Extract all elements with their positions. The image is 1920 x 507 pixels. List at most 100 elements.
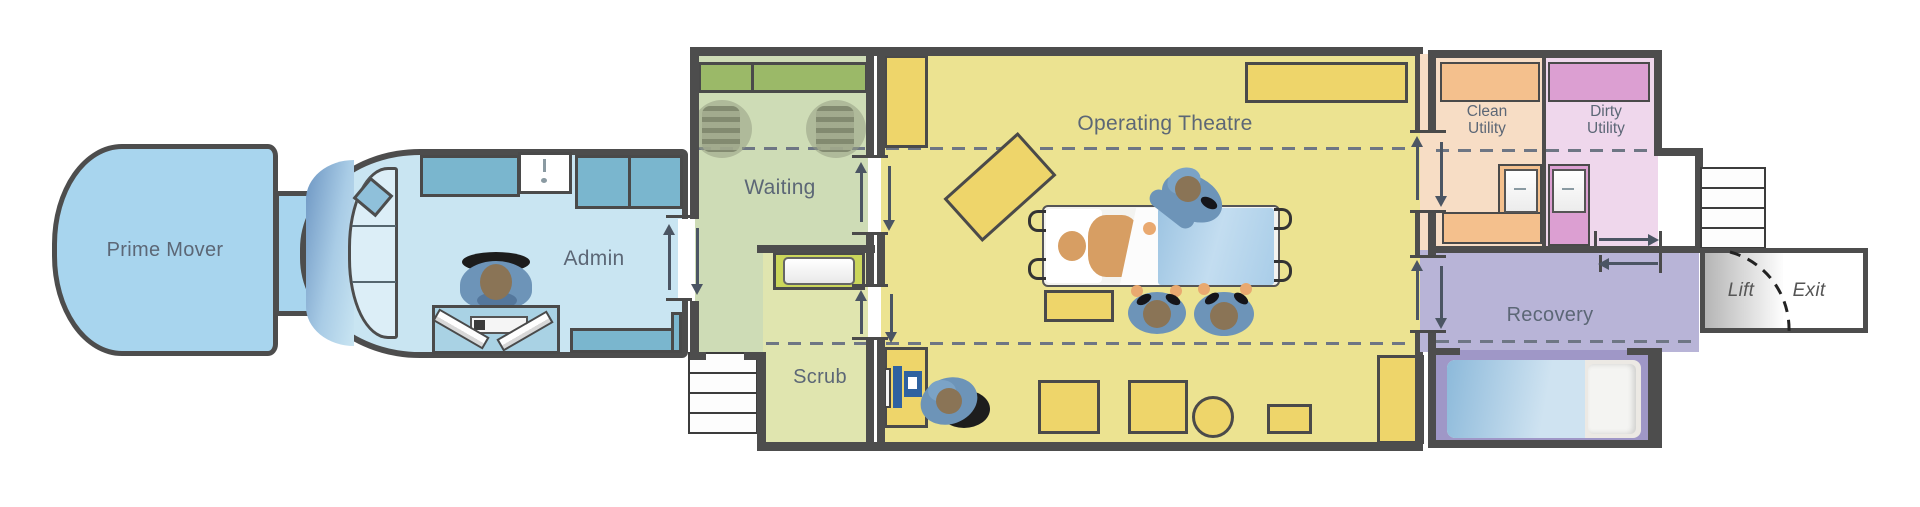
admin-sink	[518, 152, 572, 194]
scrub-label-text: Scrub	[793, 365, 847, 388]
scrub-label: Scrub	[760, 364, 880, 390]
waiting-label-text: Waiting	[744, 176, 816, 199]
dirty-utility-label: Dirty Utility	[1556, 101, 1656, 139]
person-hand	[1131, 285, 1143, 297]
person-head	[480, 264, 512, 300]
stairs-exit-tread	[1700, 207, 1766, 229]
theatre-cabinet-top-right	[1245, 62, 1408, 103]
table-handle	[1274, 208, 1292, 230]
keyboard-keys	[474, 320, 485, 330]
wall	[1415, 333, 1423, 451]
faucet-icon	[541, 178, 547, 183]
admin-label: Admin	[534, 246, 654, 272]
scrub-basin	[783, 257, 855, 285]
waiting-label: Waiting	[720, 175, 840, 201]
flow-arrow-up	[1416, 270, 1419, 320]
door-jamb	[852, 284, 888, 287]
wall	[690, 301, 699, 360]
flow-arrow-up	[860, 300, 863, 334]
recovery-floor	[1420, 250, 1699, 352]
wall	[1654, 50, 1662, 156]
admin-bench	[570, 328, 680, 353]
door-jamb	[852, 232, 888, 235]
dirty-utility-line2: Utility	[1587, 120, 1625, 137]
wall	[866, 340, 874, 451]
wall	[1428, 50, 1436, 133]
clean-counter-low	[1442, 212, 1542, 244]
door-jamb	[666, 215, 692, 218]
anaesthesia-machine	[884, 368, 891, 408]
arrow-head	[885, 332, 897, 343]
arrow-head	[1648, 233, 1659, 246]
wall	[757, 442, 1423, 451]
cab-windshield	[306, 160, 354, 346]
recovery-label: Recovery	[1490, 302, 1610, 328]
armchair-seat	[816, 106, 854, 152]
wall	[690, 47, 699, 219]
person-head	[936, 388, 962, 414]
clean-sink	[1504, 169, 1538, 213]
room-prime-mover: Prime Mover	[52, 144, 278, 356]
cabinet-divider	[628, 155, 631, 209]
lift-platform	[1705, 253, 1783, 328]
wall	[1654, 148, 1703, 156]
dirty-counter-top	[1548, 62, 1650, 102]
zone-line	[886, 342, 1414, 345]
admin-counter	[420, 155, 520, 197]
zone-line	[886, 147, 1414, 150]
wall	[1428, 333, 1436, 447]
transfer-arrow-left	[1608, 262, 1658, 265]
flow-arrow-up	[860, 172, 863, 222]
anaesthesia-machine	[893, 366, 902, 408]
wall	[1428, 213, 1436, 258]
stairs-exit-tread	[1700, 167, 1766, 189]
arrow-head	[883, 220, 895, 231]
door-opening	[678, 219, 690, 301]
monitor-screen	[908, 377, 917, 389]
flow-arrow-down	[696, 228, 699, 284]
table-handle	[1028, 210, 1046, 232]
faucet-icon	[1514, 188, 1526, 190]
door-jamb	[1410, 210, 1446, 213]
arrow-head	[855, 290, 867, 301]
wall	[1428, 440, 1662, 448]
flow-arrow-down	[890, 294, 893, 332]
wall	[1428, 50, 1662, 58]
waiting-bench	[698, 62, 868, 93]
person-head	[1175, 176, 1201, 202]
exit-label-text: Exit	[1792, 280, 1826, 301]
wall	[690, 47, 1423, 56]
wall	[744, 352, 766, 360]
lift-label: Lift	[1711, 279, 1771, 303]
arrow-head	[1435, 318, 1447, 329]
table-handle	[1028, 258, 1046, 280]
recovery-label-text: Recovery	[1506, 303, 1594, 326]
arrow-head	[1411, 136, 1423, 147]
stairs-entry-tread	[688, 392, 758, 414]
bench-divider	[751, 62, 754, 93]
dirty-utility-line1: Dirty	[1590, 103, 1622, 120]
wall	[1436, 348, 1460, 355]
door-jamb	[852, 155, 888, 158]
prime-mover-label: Prime Mover	[106, 238, 224, 261]
flow-arrow-up	[1416, 146, 1419, 200]
stairs-entry-tread	[688, 372, 758, 394]
theatre-equipment-rect	[1267, 404, 1312, 434]
wall	[690, 352, 706, 360]
arrow-head	[663, 224, 675, 235]
wall	[1695, 148, 1703, 252]
dirty-sink	[1552, 169, 1586, 213]
patient-head	[1058, 231, 1086, 261]
step-stool	[1044, 290, 1114, 322]
operating-theatre-label: Operating Theatre	[1040, 110, 1290, 138]
armchair-seat	[702, 106, 740, 152]
wall	[866, 47, 874, 158]
wall	[1627, 348, 1662, 355]
door-jamb	[1410, 330, 1446, 333]
zone-line	[766, 342, 868, 345]
arrow-head	[1598, 257, 1609, 270]
wall	[866, 235, 874, 287]
person-hand	[1143, 222, 1156, 235]
operating-theatre-label-text: Operating Theatre	[1077, 112, 1253, 135]
